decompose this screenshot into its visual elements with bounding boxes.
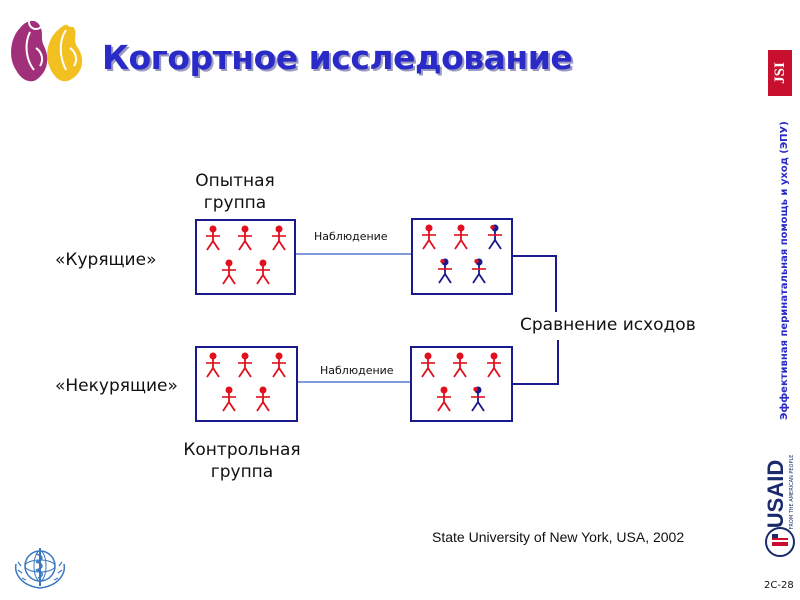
usaid-seal-icon — [765, 527, 795, 557]
smokers-end-box — [411, 218, 513, 295]
who-emblem-icon — [14, 548, 66, 589]
healthy-person-icon — [205, 352, 221, 378]
outcome-person-icon — [437, 258, 453, 284]
healthy-person-icon — [421, 224, 437, 250]
healthy-person-icon — [237, 225, 253, 251]
nonsmokers-label: «Некурящие» — [55, 376, 178, 396]
slide-number: 2C-28 — [764, 580, 794, 591]
healthy-person-icon — [255, 259, 271, 285]
comparison-bracket-bottom — [512, 340, 559, 385]
smokers-start-box — [195, 219, 296, 295]
healthy-person-icon — [237, 352, 253, 378]
observation-label-bottom: Наблюдение — [320, 364, 394, 377]
page-title: Когортное исследование — [102, 38, 573, 77]
jsi-logo: JSI — [768, 50, 792, 96]
healthy-person-icon — [420, 352, 436, 378]
outcome-person-icon — [487, 224, 503, 250]
healthy-person-icon — [221, 386, 237, 412]
observation-label-top: Наблюдение — [314, 230, 388, 243]
pregnant-women-logo — [11, 13, 83, 82]
usaid-logo: USAID FROM THE AMERICAN PEOPLE — [762, 452, 798, 560]
healthy-person-icon — [255, 386, 271, 412]
source-credit: State University of New York, USA, 2002 — [432, 529, 685, 545]
outcome-person-icon — [470, 386, 486, 412]
comparison-bracket-top — [512, 255, 557, 312]
healthy-person-icon — [486, 352, 502, 378]
healthy-person-icon — [453, 224, 469, 250]
comparison-label: Сравнение исходов — [520, 315, 696, 335]
healthy-person-icon — [271, 352, 287, 378]
healthy-person-icon — [436, 386, 452, 412]
smokers-label: «Курящие» — [55, 250, 157, 270]
healthy-person-icon — [452, 352, 468, 378]
experimental-group-label: Опытная группа — [195, 171, 275, 213]
healthy-person-icon — [221, 259, 237, 285]
nonsmokers-end-box — [410, 346, 513, 422]
healthy-person-icon — [271, 225, 287, 251]
usaid-tagline: FROM THE AMERICAN PEOPLE — [789, 454, 795, 530]
nonsmokers-start-box — [195, 346, 298, 422]
control-group-label: Контрольная группа — [183, 440, 301, 482]
outcome-person-icon — [471, 258, 487, 284]
healthy-person-icon — [205, 225, 221, 251]
usaid-logo-text: USAID — [763, 459, 788, 529]
